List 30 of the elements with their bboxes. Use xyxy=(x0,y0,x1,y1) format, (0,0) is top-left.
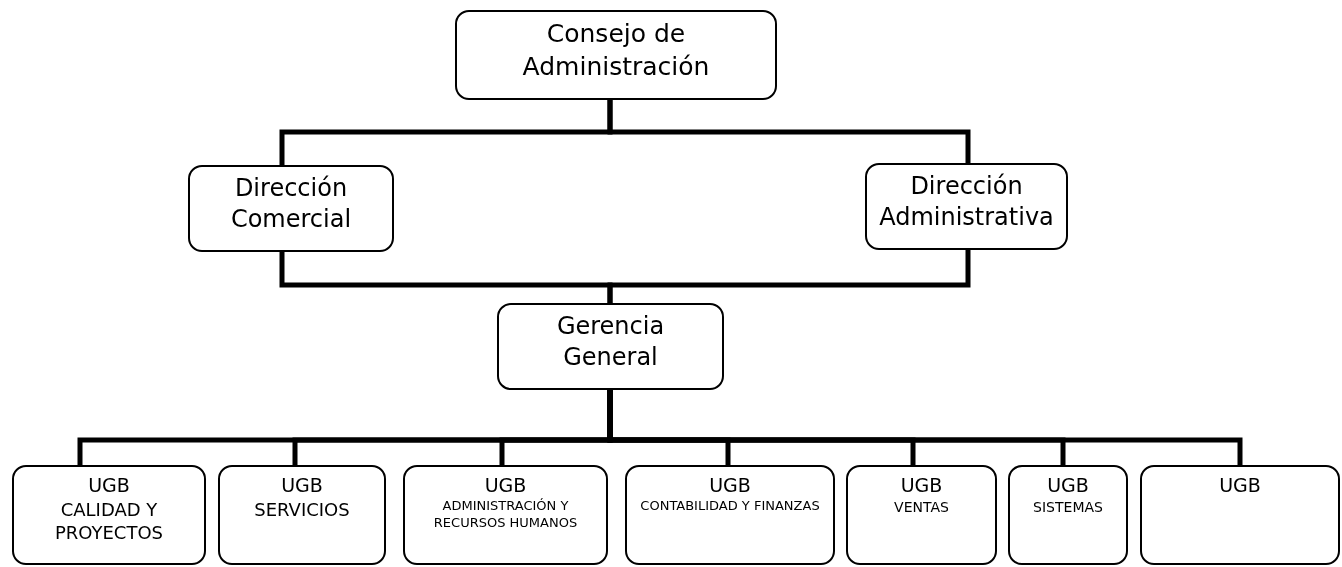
connector-line xyxy=(607,250,971,303)
org-unit-box xyxy=(188,165,394,252)
org-unit-box xyxy=(12,465,206,565)
unit-name: VENTAS xyxy=(894,497,949,516)
unit-title: UGB xyxy=(1219,473,1261,498)
org-unit-box xyxy=(218,465,386,565)
unit-title: Dirección Administrativa xyxy=(878,171,1055,234)
org-unit-box xyxy=(403,465,608,565)
org-unit-box xyxy=(1140,465,1340,565)
connector-line xyxy=(607,100,971,163)
unit-name: SERVICIOS xyxy=(254,497,350,522)
unit-name: ADMINISTRACIÓN Y RECURSOS HUMANOS xyxy=(432,497,579,532)
unit-title: Gerencia General xyxy=(555,311,666,374)
unit-title: UGB xyxy=(281,473,323,498)
unit-title: UGB xyxy=(1047,473,1089,498)
org-unit-box xyxy=(497,303,724,390)
org-unit-box xyxy=(846,465,997,565)
unit-title: UGB xyxy=(88,473,130,498)
unit-title: UGB xyxy=(484,473,527,498)
unit-title: UGB xyxy=(900,473,943,498)
unit-title: Consejo de Administración xyxy=(521,18,711,83)
unit-name: SISTEMAS xyxy=(1033,497,1103,516)
org-unit-box xyxy=(625,465,835,565)
org-unit-box xyxy=(865,163,1068,250)
unit-name: CALIDAD Y PROYECTOS xyxy=(53,497,165,545)
unit-name: CONTABILIDAD Y FINANZAS xyxy=(640,497,820,515)
org-unit-box xyxy=(1008,465,1128,565)
org-unit-box xyxy=(455,10,777,100)
unit-title: UGB xyxy=(709,473,751,498)
unit-title: Dirección Comercial xyxy=(229,173,353,236)
